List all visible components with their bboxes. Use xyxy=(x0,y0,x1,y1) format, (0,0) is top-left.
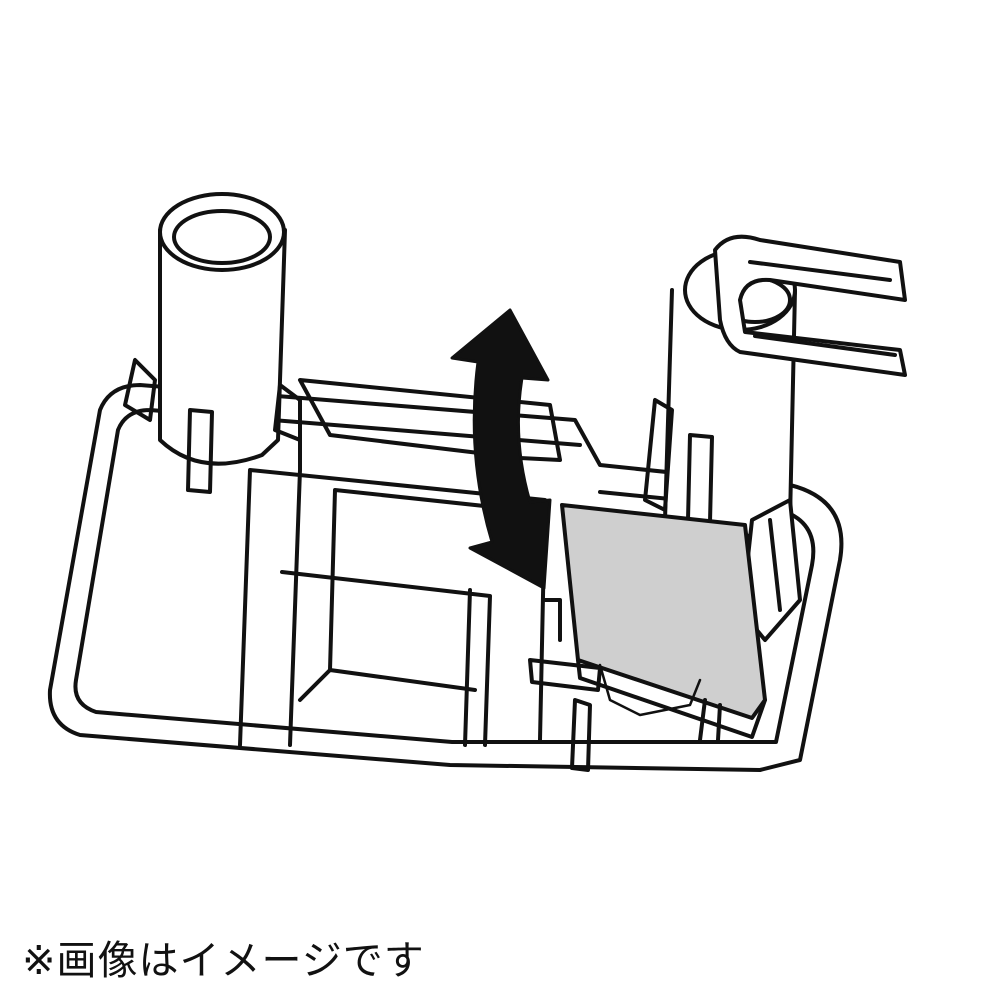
latch xyxy=(528,598,602,772)
image-disclaimer-caption: ※画像はイメージです xyxy=(22,938,425,984)
left-cylinder-post xyxy=(123,192,302,494)
double-headed-curved-arrow-icon xyxy=(450,308,552,590)
movable-flap xyxy=(560,503,767,742)
right-cylinder-post xyxy=(643,234,907,642)
